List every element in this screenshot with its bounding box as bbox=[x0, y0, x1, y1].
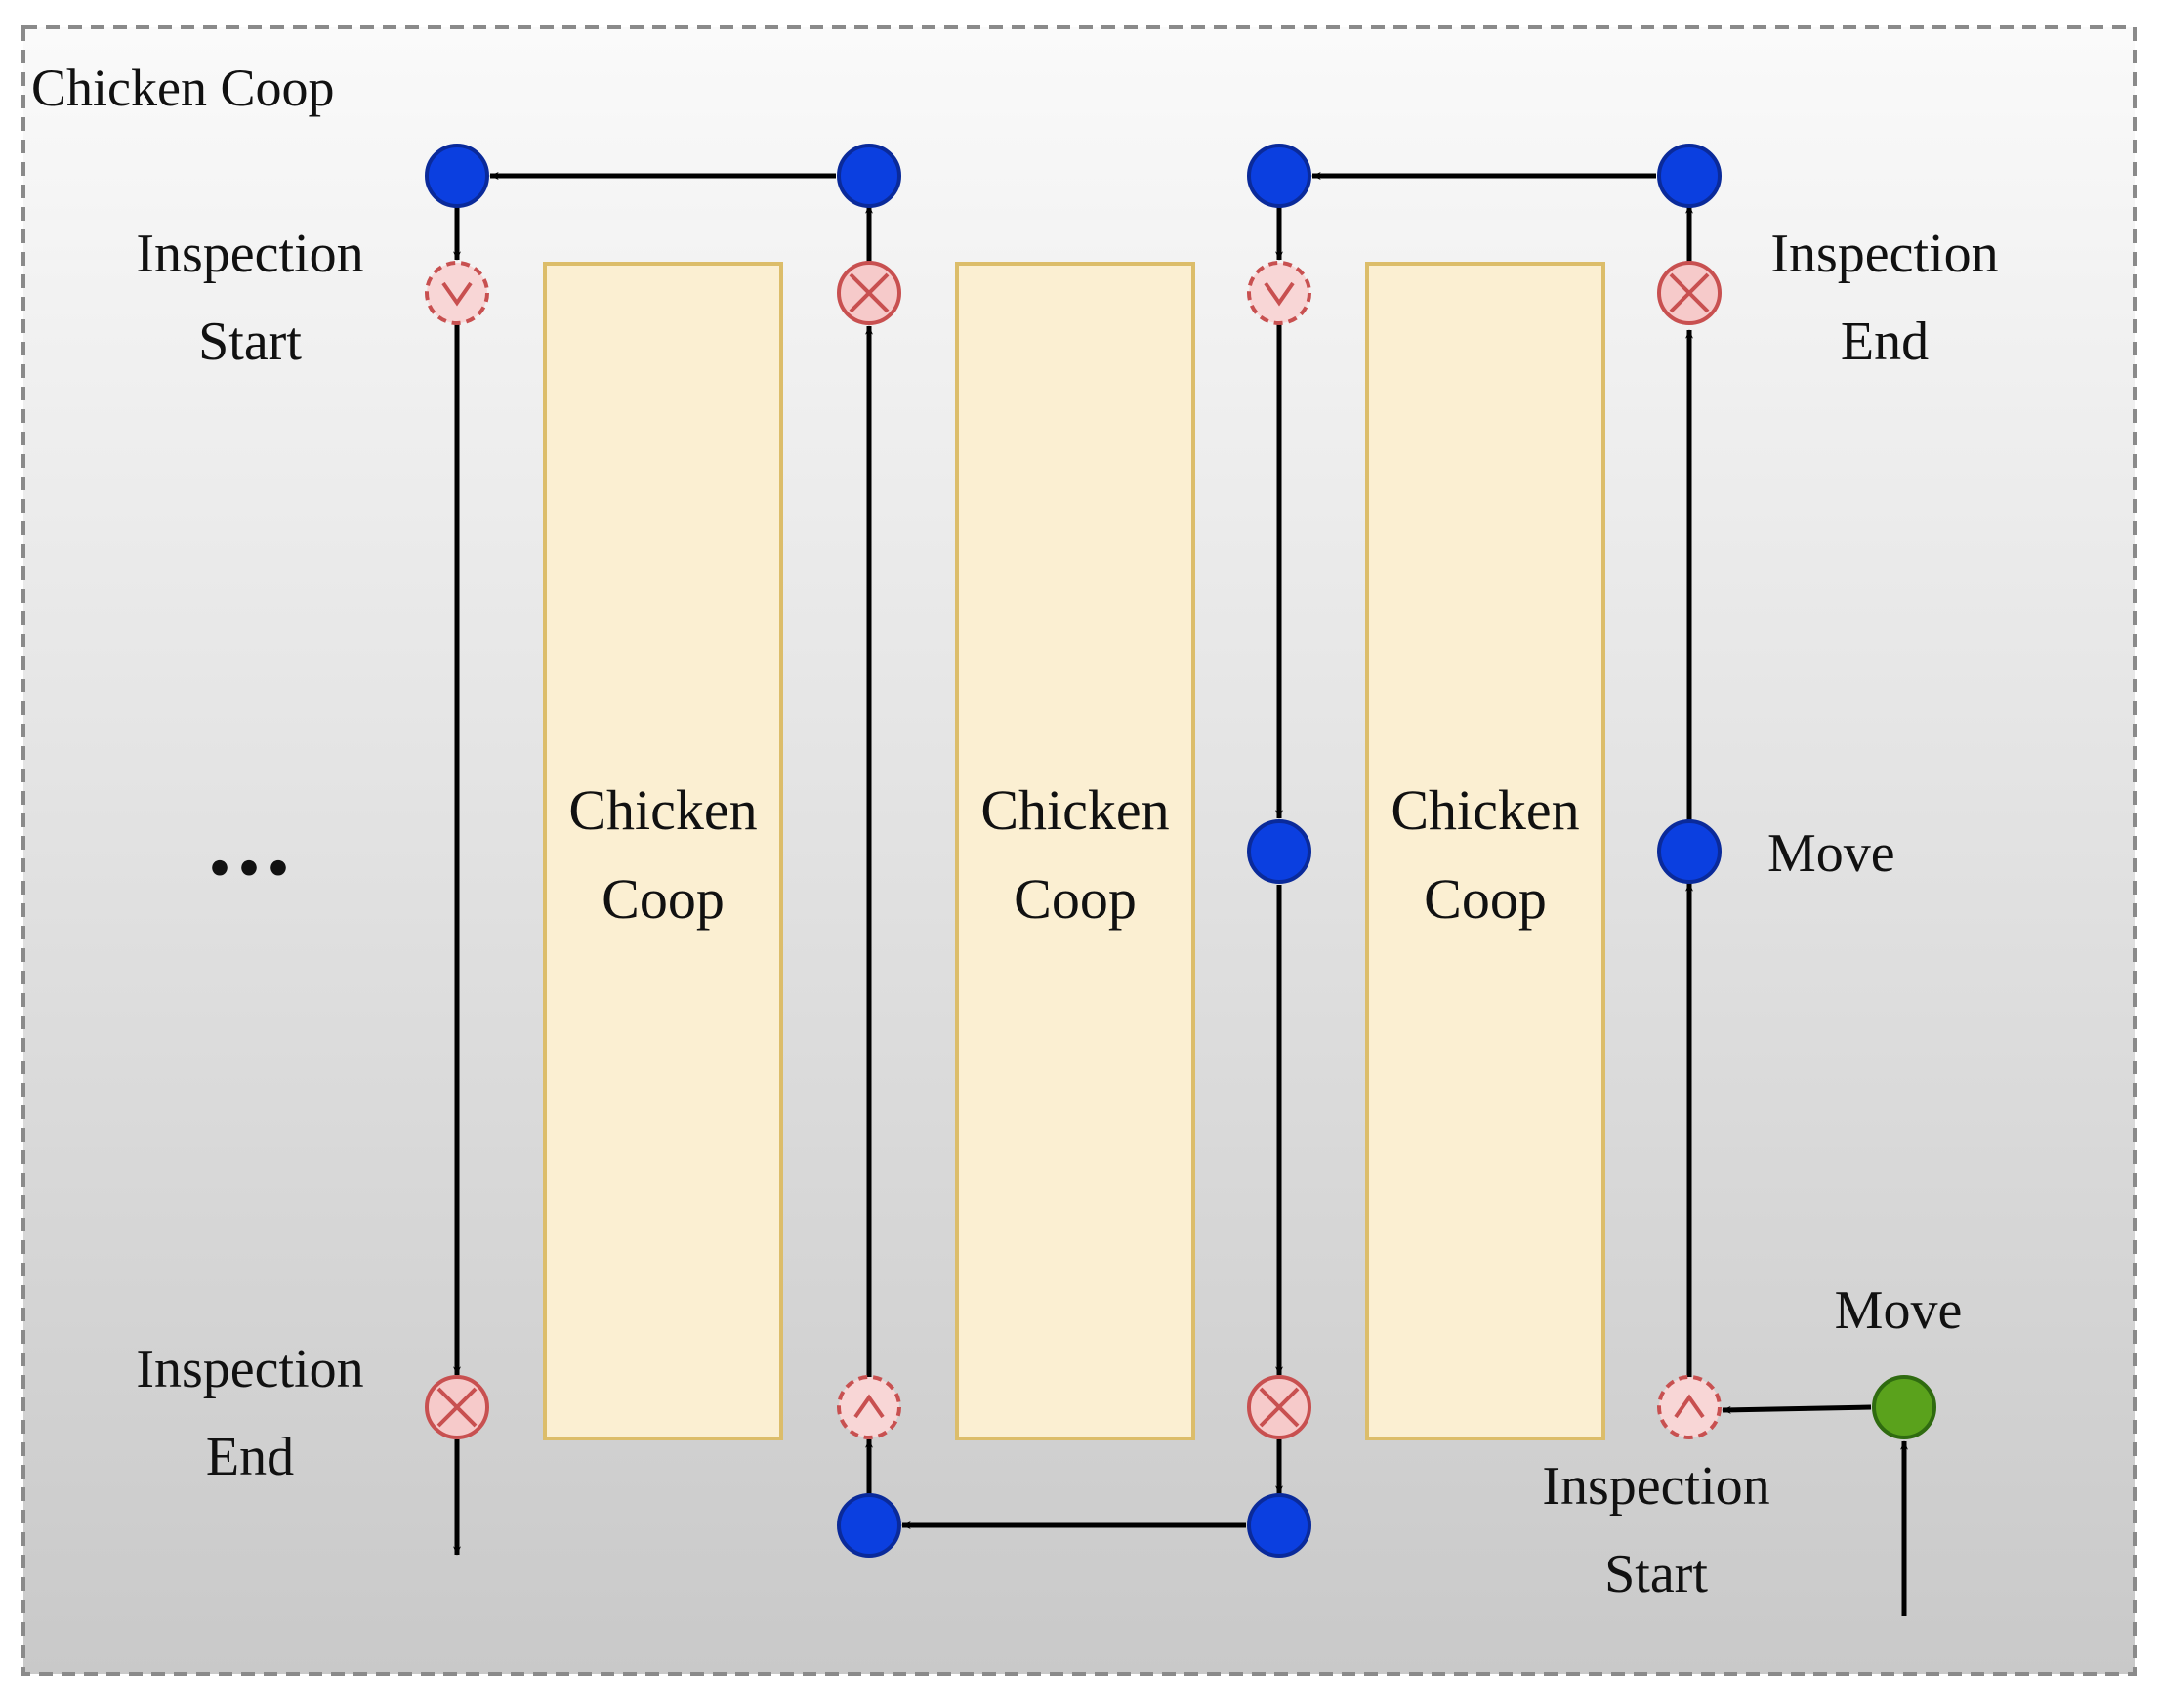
outer-label: Chicken Coop bbox=[31, 59, 334, 117]
right-mid-move-label: Move bbox=[1767, 823, 1895, 884]
left-bottom-label-line1: Inspection bbox=[136, 1339, 363, 1399]
move-point-icon bbox=[1657, 819, 1722, 884]
inspection-end-icon bbox=[1247, 1375, 1311, 1439]
left-top-label-line2: Start bbox=[198, 312, 302, 372]
inspection-end-icon bbox=[837, 261, 901, 325]
coop-2: Chicken Coop bbox=[955, 262, 1195, 1440]
move-point-icon bbox=[1657, 144, 1722, 208]
inspection-start-icon bbox=[837, 1375, 901, 1439]
move-nodes bbox=[425, 144, 1722, 1558]
left-bottom-label-line2: End bbox=[206, 1427, 294, 1487]
move-point-icon bbox=[1247, 144, 1311, 208]
move-point-icon bbox=[837, 1493, 901, 1558]
ellipsis: ... bbox=[208, 790, 296, 895]
inspection-end-icon bbox=[1657, 261, 1722, 325]
inspection-end-icon bbox=[425, 1375, 489, 1439]
annotation-labels: Inspection Start Inspection End Inspecti… bbox=[136, 224, 1998, 1604]
coop-2-label-line2: Coop bbox=[1014, 867, 1137, 931]
left-top-label-line1: Inspection bbox=[136, 224, 363, 284]
path-green-to-start bbox=[1722, 1404, 1872, 1414]
inspection-end-markers bbox=[425, 261, 1722, 1439]
inspection-start-icon bbox=[1657, 1375, 1722, 1439]
bottom-start-label-line1: Inspection bbox=[1542, 1456, 1769, 1517]
coop-2-label-line1: Chicken bbox=[980, 778, 1169, 842]
move-point-icon bbox=[425, 144, 489, 208]
coop-1-label-line2: Coop bbox=[602, 867, 725, 931]
inspection-start-markers bbox=[425, 261, 1722, 1439]
move-point-icon bbox=[1247, 1493, 1311, 1558]
bottom-move-label: Move bbox=[1835, 1280, 1963, 1341]
bottom-start-label-line2: Start bbox=[1604, 1544, 1708, 1604]
coop-3: Chicken Coop bbox=[1365, 262, 1605, 1440]
entry-point-icon bbox=[1872, 1375, 1936, 1439]
right-top-label-line2: End bbox=[1841, 312, 1929, 372]
inspection-start-icon bbox=[425, 261, 489, 325]
move-point-icon bbox=[1247, 819, 1311, 884]
coop-3-label-line2: Coop bbox=[1424, 867, 1547, 931]
right-top-label-line1: Inspection bbox=[1770, 224, 1998, 284]
coop-1-label-line1: Chicken bbox=[568, 778, 757, 842]
inspection-start-icon bbox=[1247, 261, 1311, 325]
coop-1: Chicken Coop bbox=[543, 262, 783, 1440]
inspection-path bbox=[453, 172, 1908, 1616]
coop-3-label-line1: Chicken bbox=[1391, 778, 1579, 842]
move-point-icon bbox=[837, 144, 901, 208]
